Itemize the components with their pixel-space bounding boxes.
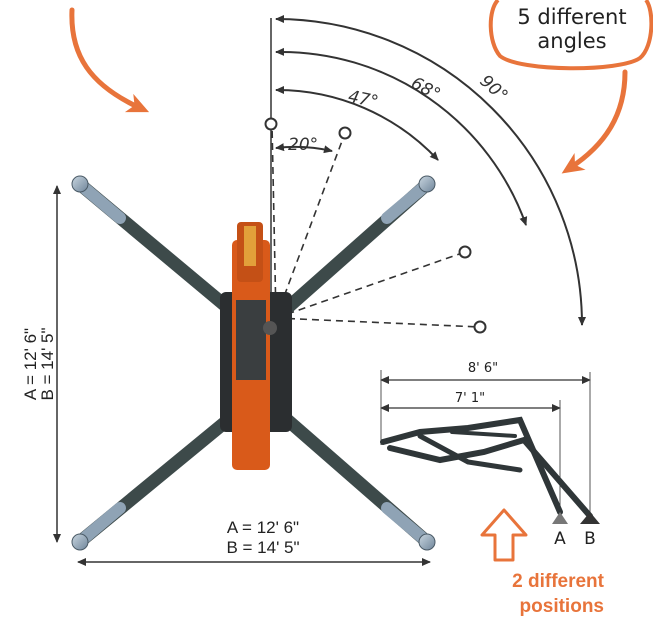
inset-label-b: B <box>584 529 596 549</box>
horizontal-span-b: B = 14' 5" <box>226 538 299 557</box>
angle-label-47: 47° <box>346 87 380 113</box>
positions-callout-line-1: 2 different <box>512 571 605 592</box>
position-markers <box>264 117 487 334</box>
horizontal-span-a: A = 12' 6" <box>227 518 299 537</box>
angles-callout-line-1: 5 different <box>517 5 626 29</box>
inset-dim-outer: 8' 6" <box>468 361 498 376</box>
vertical-span-a: A = 12' 6" <box>21 328 40 400</box>
horizontal-span-dimension: A = 12' 6" B = 14' 5" <box>77 518 431 566</box>
vertical-span-dimension: A = 12' 6" B = 14' 5" <box>21 185 61 543</box>
positions-callout-line-2: positions <box>520 596 604 617</box>
inset-dim-inner: 7' 1" <box>455 391 485 406</box>
angle-label-90: 90° <box>476 71 512 106</box>
up-arrow-icon <box>480 508 528 562</box>
foot-top-right <box>418 175 436 193</box>
angle-label-68: 68° <box>408 73 444 105</box>
angle-dashes <box>271 123 481 328</box>
inset-side-view: 8' 6" 7' 1" A B <box>380 361 600 549</box>
angle-arcs <box>270 15 586 330</box>
angles-callout-line-2: angles <box>537 29 606 53</box>
curved-arrow-icon <box>69 7 150 113</box>
curved-arrow-icon <box>561 69 628 174</box>
foot-bottom-right <box>418 533 436 551</box>
machine-body <box>220 222 292 470</box>
arc-20 <box>275 143 333 154</box>
arc-47 <box>275 85 439 161</box>
angle-label-20: 20° <box>288 135 318 155</box>
outrigger-arms <box>75 179 432 547</box>
inset-label-a: A <box>554 529 566 549</box>
outrigger-feet <box>71 175 436 551</box>
foot-bottom-left <box>71 533 89 551</box>
vertical-span-b: B = 14' 5" <box>38 327 57 400</box>
angles-callout: 5 different angles <box>488 0 653 71</box>
foot-top-left <box>71 175 89 193</box>
